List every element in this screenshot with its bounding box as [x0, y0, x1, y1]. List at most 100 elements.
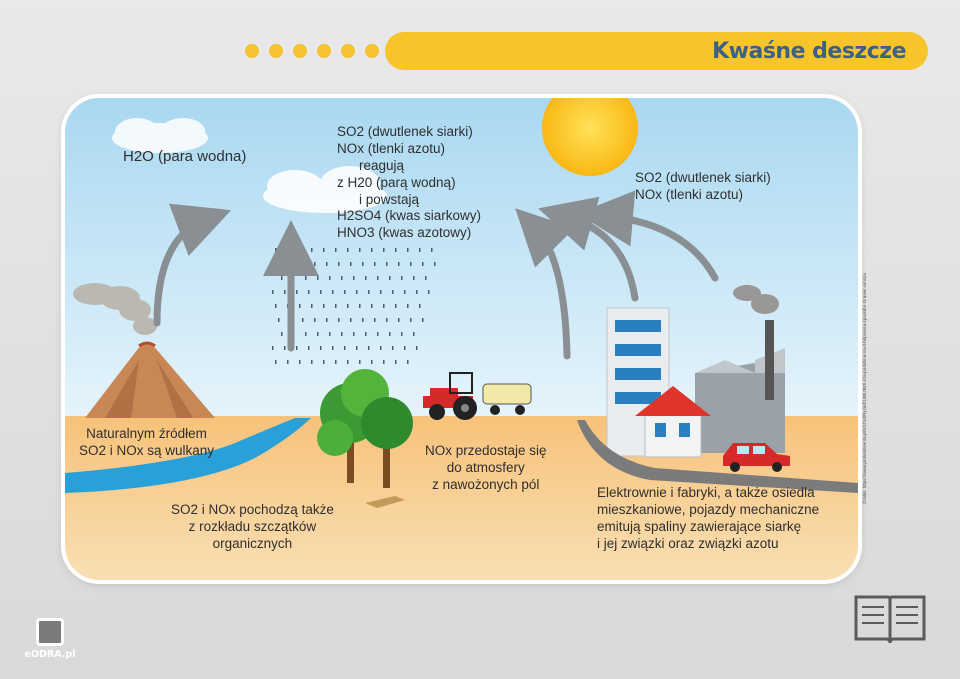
- header-dot: [245, 44, 259, 58]
- header-dots: [245, 44, 379, 58]
- rain-drop: [332, 346, 334, 350]
- sun: [542, 98, 638, 176]
- rain-drop: [311, 248, 313, 252]
- rain-drop: [419, 248, 421, 252]
- rain-drop: [365, 276, 367, 280]
- rain-drop: [332, 290, 334, 294]
- rain-drop: [401, 276, 403, 280]
- rain-drop: [428, 290, 430, 294]
- rain-drop: [416, 290, 418, 294]
- header-dot: [341, 44, 355, 58]
- acid-rain-diagram: H2O (para wodna) SO2 (dwutlenek siarki) …: [65, 98, 858, 580]
- rain-drop: [422, 262, 424, 266]
- rain-drop: [362, 262, 364, 266]
- rain-drop: [323, 360, 325, 364]
- open-book-icon[interactable]: [852, 589, 928, 647]
- arrow-volcano-up: [153, 203, 232, 327]
- label-decomposition: SO2 i NOx pochodzą także z rozkładu szcz…: [171, 502, 334, 553]
- label-water-vapor: H2O (para wodna): [123, 148, 247, 165]
- fertilizer-line: z nawożonych pól: [432, 476, 540, 492]
- rain-drop: [329, 332, 331, 336]
- header-dot: [317, 44, 331, 58]
- tractor: [423, 372, 532, 420]
- rain-drop: [272, 346, 274, 350]
- rain-drop: [398, 318, 400, 322]
- rain-drop: [398, 262, 400, 266]
- rain-drop: [407, 248, 409, 252]
- label-fertilizer: NOx przedostaje się do atmosfery z nawoż…: [425, 443, 547, 494]
- arrow-chimney-up: [577, 190, 719, 282]
- rain-drop: [407, 304, 409, 308]
- rain-drop: [368, 346, 370, 350]
- source-note: Źródło: https://www.prolesinventa.pl/s/1…: [862, 273, 867, 504]
- rain-drop: [299, 304, 301, 308]
- rain-drop: [413, 276, 415, 280]
- rain-drop: [353, 276, 355, 280]
- volcano-line: SO2 i NOx są wulkany: [79, 442, 215, 458]
- rain-drop: [320, 346, 322, 350]
- rain-drop: [425, 276, 427, 280]
- reaction-line: H2SO4 (kwas siarkowy): [337, 208, 482, 224]
- rain-drop: [374, 318, 376, 322]
- rain-drop: [380, 290, 382, 294]
- rain-drop: [401, 332, 403, 336]
- industry-line: i jej związki oraz związki azotu: [597, 535, 779, 551]
- rain-drop: [326, 318, 328, 322]
- decomposition-line: organicznych: [212, 535, 293, 551]
- house: [635, 386, 711, 458]
- rain-drop: [350, 262, 352, 266]
- label-emissions: SO2 (dwutlenek siarki) NOx (tlenki azotu…: [635, 170, 771, 204]
- rain-drop: [341, 332, 343, 336]
- rain-drop: [323, 248, 325, 252]
- reaction-line: HNO3 (kwas azotowy): [337, 225, 472, 241]
- rain-drop: [323, 304, 325, 308]
- label-reaction: SO2 (dwutlenek siarki) NOx (tlenki azotu…: [337, 124, 481, 242]
- rain-drop: [329, 276, 331, 280]
- chimney-smoke: [733, 285, 779, 314]
- rain-drop: [284, 346, 286, 350]
- rain-drop: [410, 318, 412, 322]
- rain-drop: [383, 360, 385, 364]
- reaction-line: SO2 (dwutlenek siarki): [337, 124, 473, 139]
- rain-drop: [338, 318, 340, 322]
- rain-drop: [395, 360, 397, 364]
- rain-drop: [356, 346, 358, 350]
- rain-drop: [314, 318, 316, 322]
- rain-drop: [344, 290, 346, 294]
- rain-drop: [413, 332, 415, 336]
- rain-drop: [287, 360, 289, 364]
- rain-drop: [386, 262, 388, 266]
- rain-drop: [308, 290, 310, 294]
- river: [65, 418, 311, 493]
- rain-drop: [314, 262, 316, 266]
- rain-drop: [275, 360, 277, 364]
- rain-drop: [389, 276, 391, 280]
- flow-arrows: [153, 190, 719, 360]
- rain-drop: [311, 360, 313, 364]
- rain-drop: [317, 276, 319, 280]
- label-industry: Elektrownie i fabryki, a także osiedla m…: [597, 485, 819, 553]
- rain-drop: [335, 360, 337, 364]
- reaction-line: z H20 (parą wodną): [337, 174, 456, 190]
- rain-drop: [317, 332, 319, 336]
- rain-drop: [395, 304, 397, 308]
- rain-drop: [302, 262, 304, 266]
- rain-drop: [368, 290, 370, 294]
- diagram-scene: [65, 98, 858, 580]
- eodra-logo[interactable]: eODRA.pl: [22, 618, 78, 660]
- rain-drop: [431, 248, 433, 252]
- rain-drop: [374, 262, 376, 266]
- header-dot: [293, 44, 307, 58]
- header-dot: [269, 44, 283, 58]
- rain-drop: [308, 346, 310, 350]
- decomposition-line: SO2 i NOx pochodzą także: [171, 502, 334, 517]
- rain-drop: [392, 290, 394, 294]
- rain-drop: [347, 248, 349, 252]
- car: [723, 443, 790, 472]
- emissions-line: SO2 (dwutlenek siarki): [635, 170, 771, 185]
- rain-drop: [302, 318, 304, 322]
- rain-drop: [335, 304, 337, 308]
- rain-drop: [356, 290, 358, 294]
- volcano-smoke: [73, 283, 157, 335]
- industry-line: mieszkaniowe, pojazdy mechaniczne: [597, 501, 820, 517]
